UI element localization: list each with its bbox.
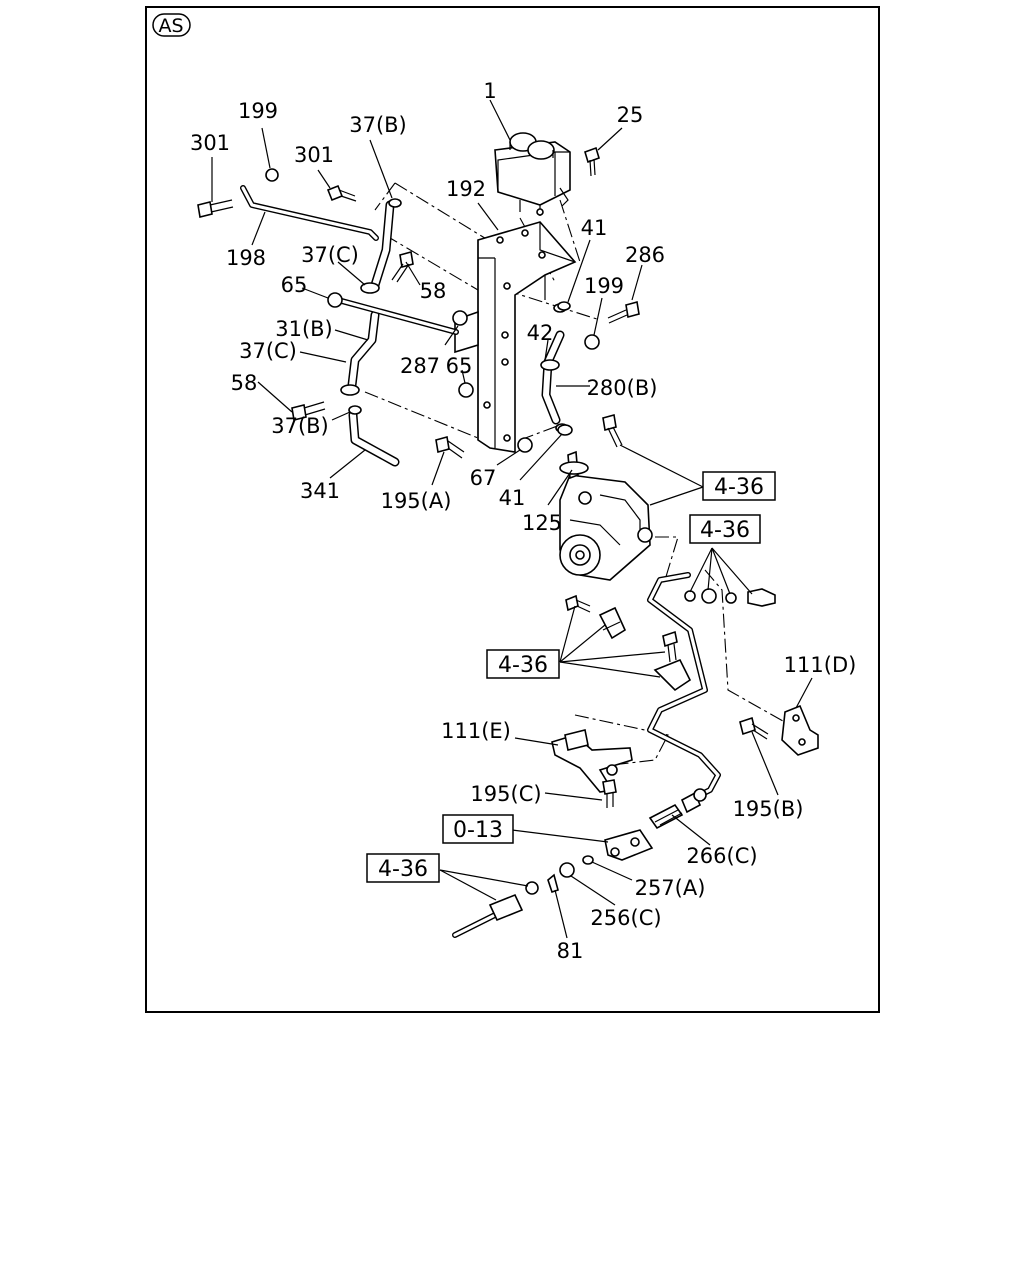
section-badge: AS [152, 13, 191, 37]
label-111d: 111(D) [784, 653, 857, 677]
label-256c: 256(C) [590, 906, 661, 930]
reservoir-tank [494, 132, 571, 216]
rod-198 [240, 185, 379, 241]
pipe-clamps-middle [565, 594, 692, 692]
label-195b: 195(B) [733, 797, 804, 821]
ring-257a [582, 855, 594, 865]
bracket-111d [781, 704, 819, 756]
label-41-low: 41 [499, 486, 526, 510]
label-31b: 31(B) [275, 317, 333, 341]
label-25: 25 [617, 103, 644, 127]
label-58-upper: 58 [420, 279, 447, 303]
label-1: 1 [483, 79, 496, 103]
label-199-left: 199 [238, 99, 278, 123]
label-280b: 280(B) [587, 376, 658, 400]
ref-box-2: 4-36 [689, 514, 761, 544]
label-198: 198 [226, 246, 266, 270]
label-65-right: 65 [446, 354, 473, 378]
label-199-right: 199 [584, 274, 624, 298]
label-287: 287 [400, 354, 440, 378]
ref-box-2-text: 4-36 [700, 518, 750, 543]
fitting-266c [648, 788, 707, 830]
label-195c: 195(C) [470, 782, 541, 806]
part-labels: 1 25 192 41 286 199 42 280(B) 199 301 30… [190, 79, 856, 963]
ref-box-4: 0-13 [442, 814, 514, 844]
label-192: 192 [446, 177, 486, 201]
label-37b-top: 37(B) [349, 113, 407, 137]
label-257a: 257(A) [635, 876, 706, 900]
diagram-frame [145, 6, 880, 1013]
label-37b-low: 37(B) [271, 414, 329, 438]
label-195a: 195(A) [381, 489, 452, 513]
label-111e: 111(E) [441, 719, 511, 743]
ref-box-1: 4-36 [702, 471, 776, 501]
ref-box-3-text: 4-36 [498, 653, 548, 678]
label-81: 81 [557, 939, 584, 963]
label-125: 125 [522, 511, 562, 535]
ref-box-5: 4-36 [366, 853, 440, 883]
hose-31b [347, 310, 380, 390]
label-42: 42 [527, 321, 554, 345]
ref-box-3: 4-36 [486, 649, 560, 679]
ref-box-1-text: 4-36 [714, 475, 764, 500]
assembly-lines [364, 182, 791, 766]
steering-pump [559, 450, 653, 581]
bolt-25 [584, 146, 600, 177]
hose-37b-top [370, 200, 395, 290]
ref-box-4-text: 0-13 [453, 818, 503, 843]
bracket-111e [551, 729, 633, 793]
fasteners [197, 168, 640, 459]
label-37c-top: 37(C) [301, 243, 359, 267]
label-41-top: 41 [581, 216, 608, 240]
clip-81 [547, 873, 559, 894]
nut-256c [559, 862, 575, 878]
label-37c-mid: 37(C) [239, 339, 297, 363]
label-286: 286 [625, 243, 665, 267]
pipe-fittings-upper [684, 588, 776, 607]
label-301-left: 301 [190, 131, 230, 155]
bolt-195c [602, 779, 617, 808]
hose-280b [541, 330, 565, 425]
lower-fitting [452, 881, 539, 938]
label-65-left: 65 [281, 273, 308, 297]
label-341: 341 [300, 479, 340, 503]
mounting-bracket [477, 221, 577, 453]
section-badge-text: AS [158, 15, 183, 37]
bolt-195b [739, 716, 769, 740]
label-301-upper: 301 [294, 143, 334, 167]
label-67: 67 [470, 466, 497, 490]
ref-box-5-text: 4-36 [378, 857, 428, 882]
plate-0-13 [604, 829, 654, 861]
leader-lines [211, 99, 813, 939]
pressure-pipe [647, 572, 721, 798]
label-266c: 266(C) [686, 844, 757, 868]
label-58-lower: 58 [231, 371, 258, 395]
hose-341 [348, 410, 400, 467]
cross-rod [335, 297, 459, 335]
